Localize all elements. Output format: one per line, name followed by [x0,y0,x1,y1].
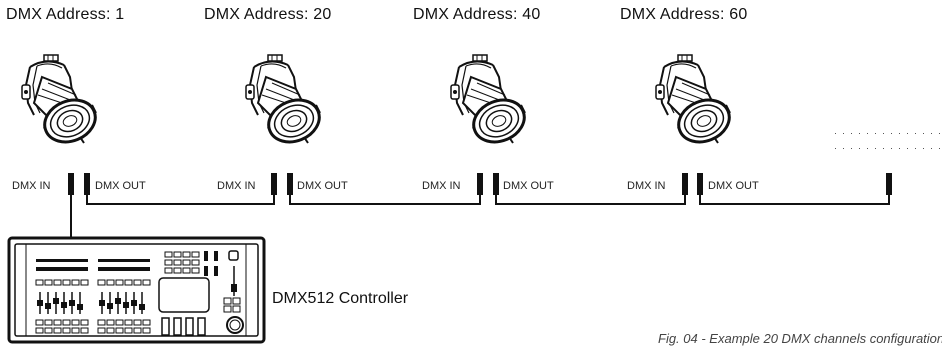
dmx-controller-icon [7,236,266,344]
fixture-1-icon [20,53,104,151]
controller-label: DMX512 Controller [272,290,409,307]
fixture-3-address: DMX Address: 40 [413,6,541,23]
fixture-3-dmx-out-label: DMX OUT [503,180,554,192]
dmx-cables [68,173,892,237]
fixture-2-dmx-in-label: DMX IN [217,180,256,192]
fixture-2-icon [244,53,328,151]
figure-caption: Fig. 04 - Example 20 DMX channels config… [658,331,942,346]
fixture-3-icon [449,53,533,151]
fixture-4-icon [654,53,738,151]
fixture-2-dmx-out-label: DMX OUT [297,180,348,192]
fixture-1-dmx-out-label: DMX OUT [95,180,146,192]
fixture-1-dmx-in-label: DMX IN [12,180,51,192]
fixture-3-dmx-in-label: DMX IN [422,180,461,192]
fixture-4-address: DMX Address: 60 [620,6,748,23]
fixture-4-dmx-in-label: DMX IN [627,180,666,192]
fixture-4-dmx-out-label: DMX OUT [708,180,759,192]
fixture-2-address: DMX Address: 20 [204,6,332,23]
continuation-dots-icon [835,133,940,149]
fixture-1-address: DMX Address: 1 [6,6,125,23]
